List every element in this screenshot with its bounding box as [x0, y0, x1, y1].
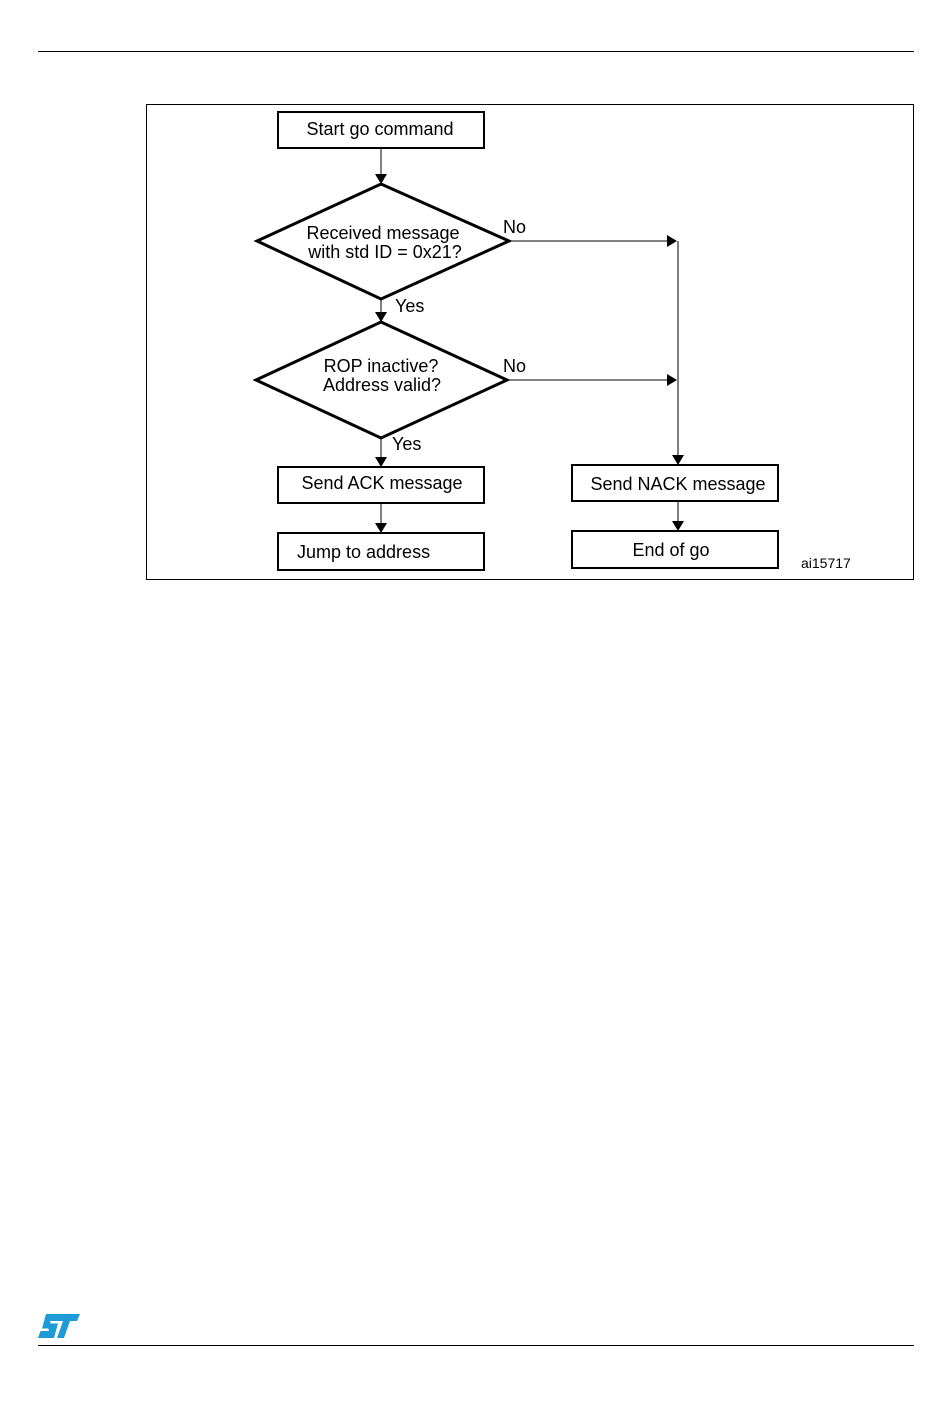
message-check-no-label: No	[503, 217, 526, 237]
st-logo-icon	[38, 1312, 80, 1340]
message-check-yes-label: Yes	[395, 296, 424, 316]
figure-code: ai15717	[801, 555, 851, 571]
start-label: Start go command	[306, 119, 453, 139]
send-ack-label: Send ACK message	[301, 473, 462, 493]
rop-check-label-line2: Address valid?	[323, 375, 441, 395]
rop-check-yes-label: Yes	[392, 434, 421, 454]
message-check-label-line1: Received message	[306, 223, 459, 243]
footer-rule	[38, 1345, 914, 1346]
message-check-label-line2: with std ID = 0x21?	[307, 242, 462, 262]
send-nack-label: Send NACK message	[590, 474, 765, 494]
rop-check-label-line1: ROP inactive?	[324, 356, 439, 376]
rop-check-no-label: No	[503, 356, 526, 376]
end-label: End of go	[632, 540, 709, 560]
st-logo-s-shape	[38, 1314, 80, 1338]
jump-label: Jump to address	[297, 542, 430, 562]
